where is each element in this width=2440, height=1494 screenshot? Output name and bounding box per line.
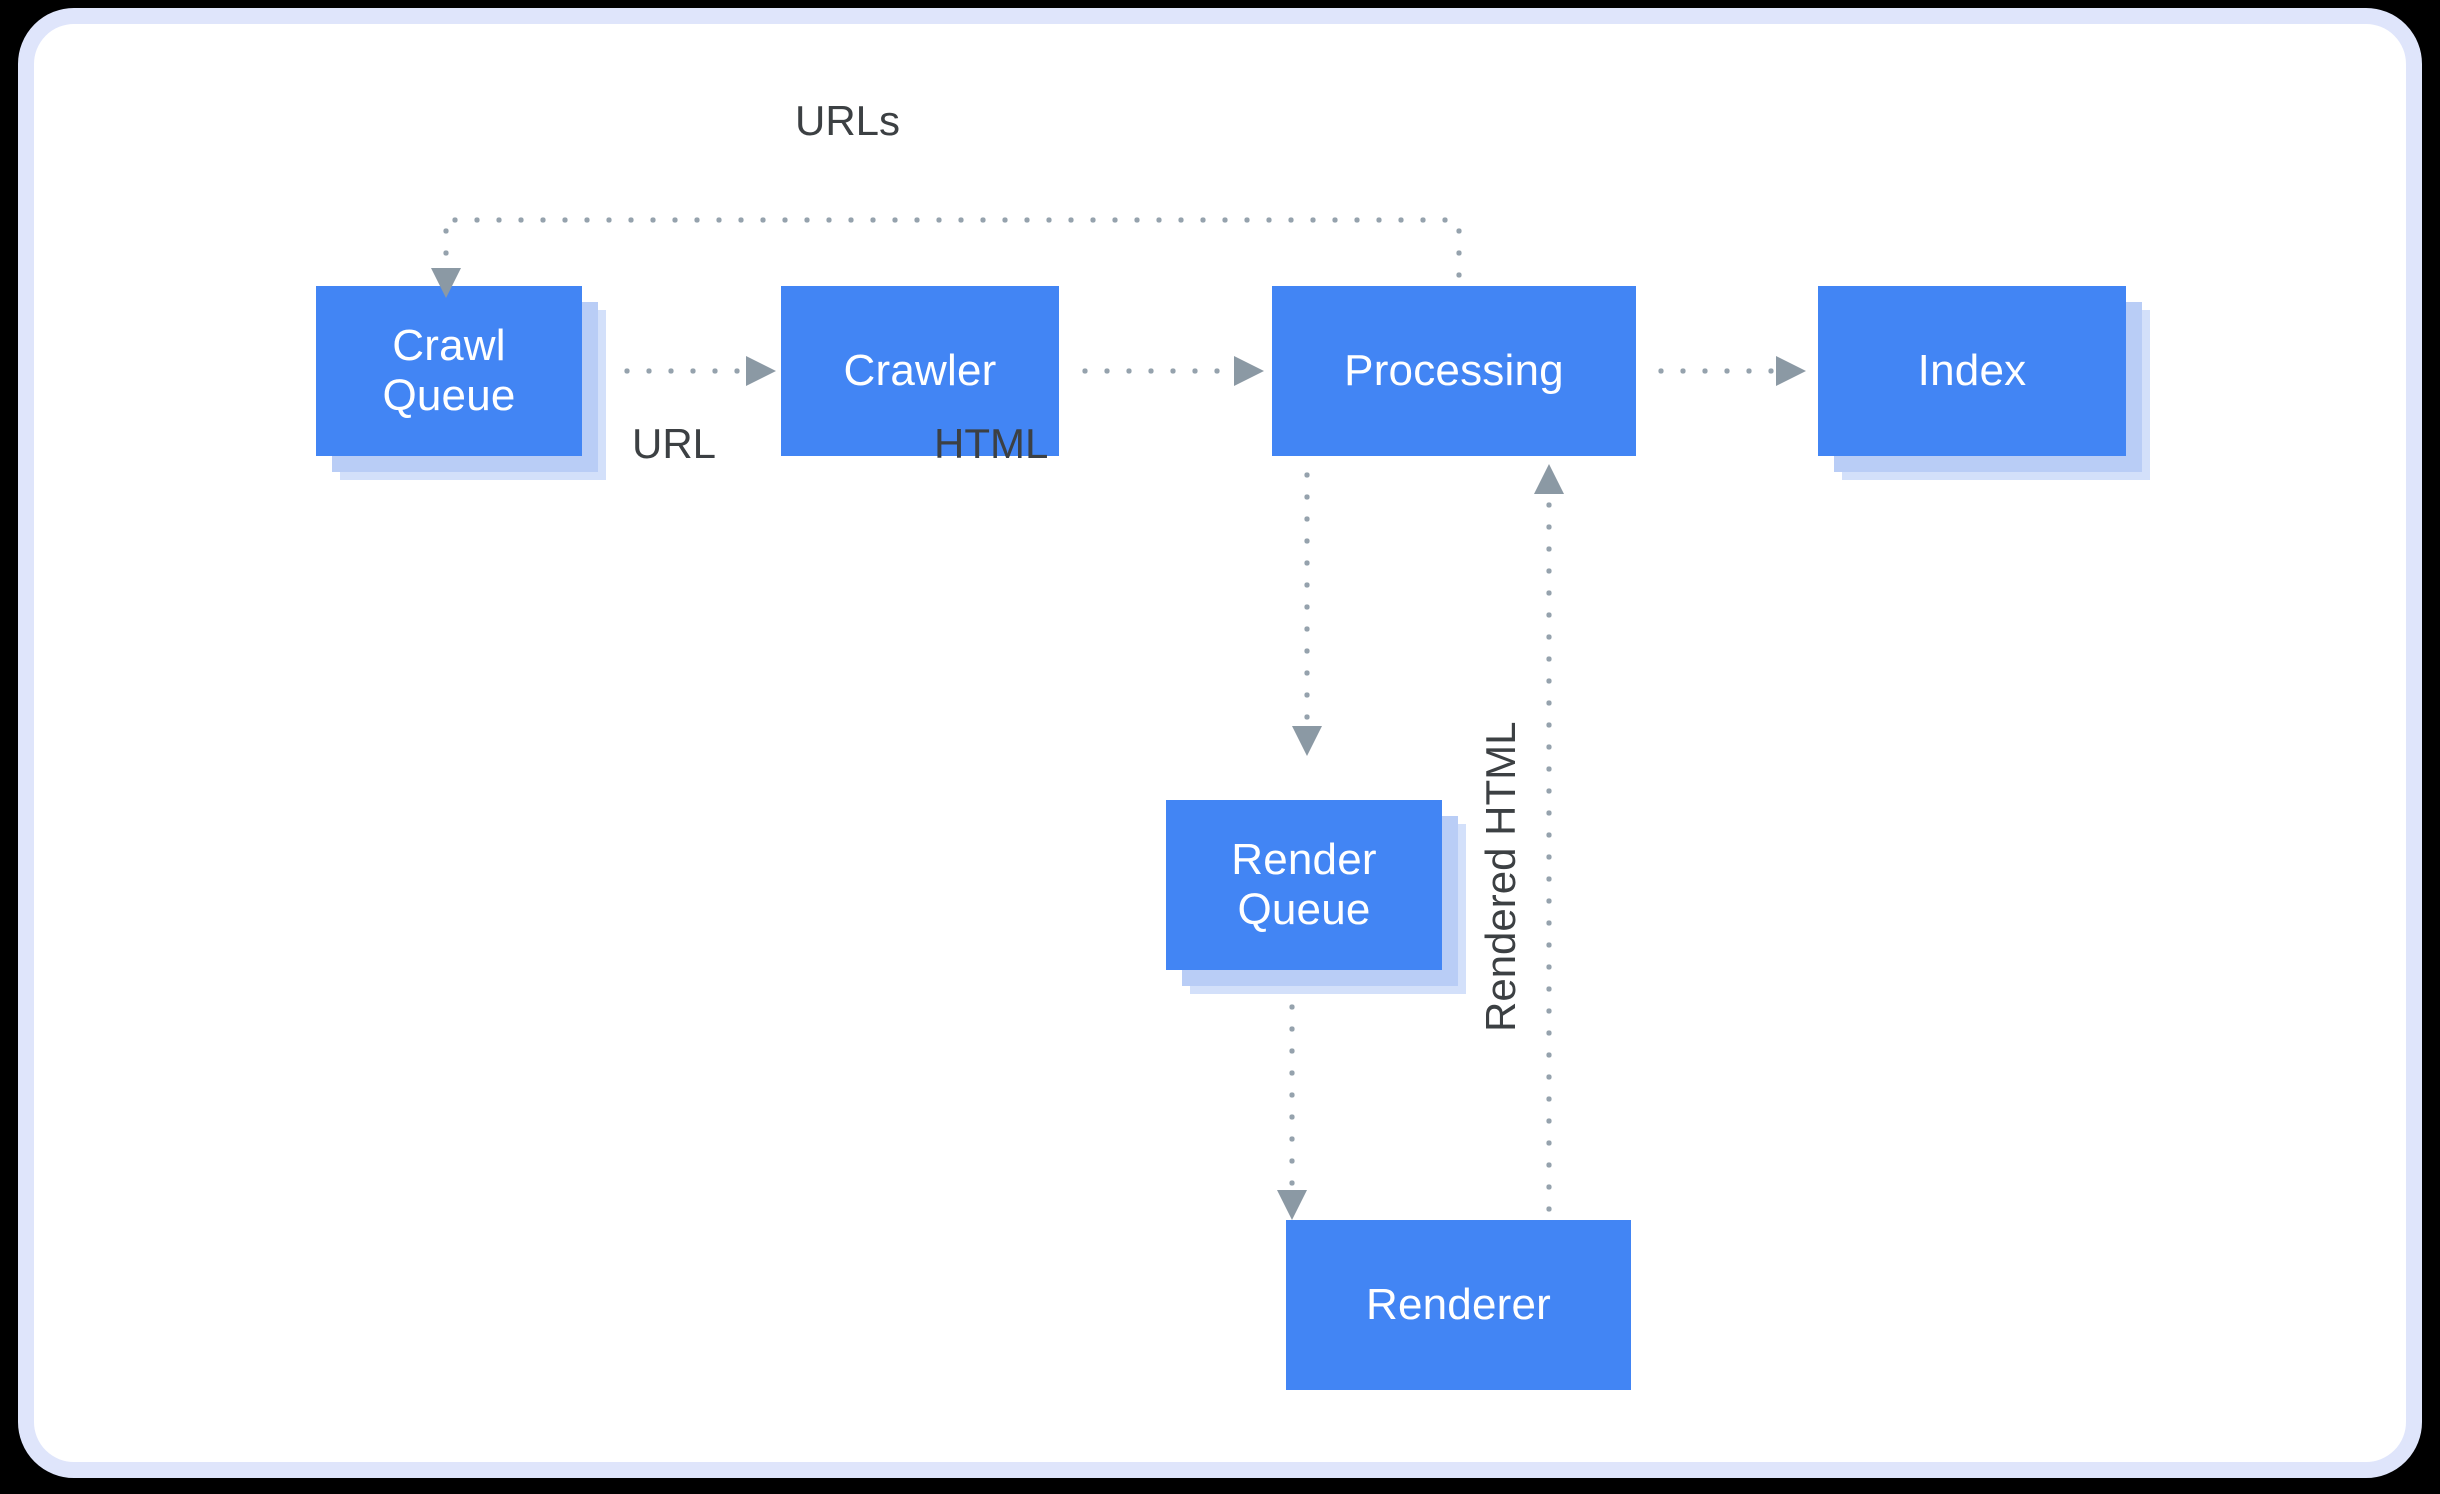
edge-urls-riser — [1456, 220, 1462, 324]
edge-to-index-line — [1650, 368, 1780, 374]
node-processing[interactable]: Processing — [1272, 286, 1636, 456]
edge-to-renderer-line — [1289, 996, 1295, 1196]
diagram-card: URLs Crawl Queue URL Crawler HTML Proces… — [18, 8, 2422, 1478]
edge-url-line — [616, 368, 751, 374]
node-index[interactable]: Index — [1818, 286, 2126, 456]
edge-urls-descender — [443, 220, 449, 282]
edge-rendered-html-line — [1546, 494, 1552, 1220]
edge-to-render-queue-line — [1304, 464, 1310, 732]
node-index-label: Index — [1917, 345, 2027, 395]
edge-label-url: URL — [632, 420, 717, 467]
edge-urls-run — [444, 217, 1462, 223]
node-crawler-label: Crawler — [843, 345, 997, 395]
edge-to-render-queue-arrowhead — [1292, 726, 1322, 756]
node-crawler[interactable]: Crawler — [781, 286, 1059, 456]
node-processing-label: Processing — [1344, 345, 1564, 395]
edge-label-html: HTML — [934, 420, 1049, 467]
node-render-queue[interactable]: Render Queue — [1166, 800, 1442, 970]
node-crawl-queue[interactable]: Crawl Queue — [316, 286, 582, 456]
node-crawl-queue-label: Crawl Queue — [382, 320, 516, 420]
edge-to-index-arrowhead — [1776, 356, 1806, 386]
edge-label-rendered-html: Rendered HTML — [1477, 721, 1524, 1032]
node-render-queue-label: Render Queue — [1231, 834, 1377, 934]
node-renderer-label: Renderer — [1365, 1279, 1552, 1329]
edge-to-renderer-arrowhead — [1277, 1190, 1307, 1220]
node-renderer[interactable]: Renderer — [1286, 1220, 1631, 1390]
edge-html-arrowhead — [1234, 356, 1264, 386]
edge-urls-arrowhead — [431, 268, 461, 298]
edge-html-line — [1074, 368, 1239, 374]
edge-rendered-html-arrowhead — [1534, 464, 1564, 494]
edge-url-arrowhead — [746, 356, 776, 386]
diagram-stage: URLs Crawl Queue URL Crawler HTML Proces… — [34, 24, 2406, 1462]
edge-label-urls: URLs — [795, 97, 901, 144]
